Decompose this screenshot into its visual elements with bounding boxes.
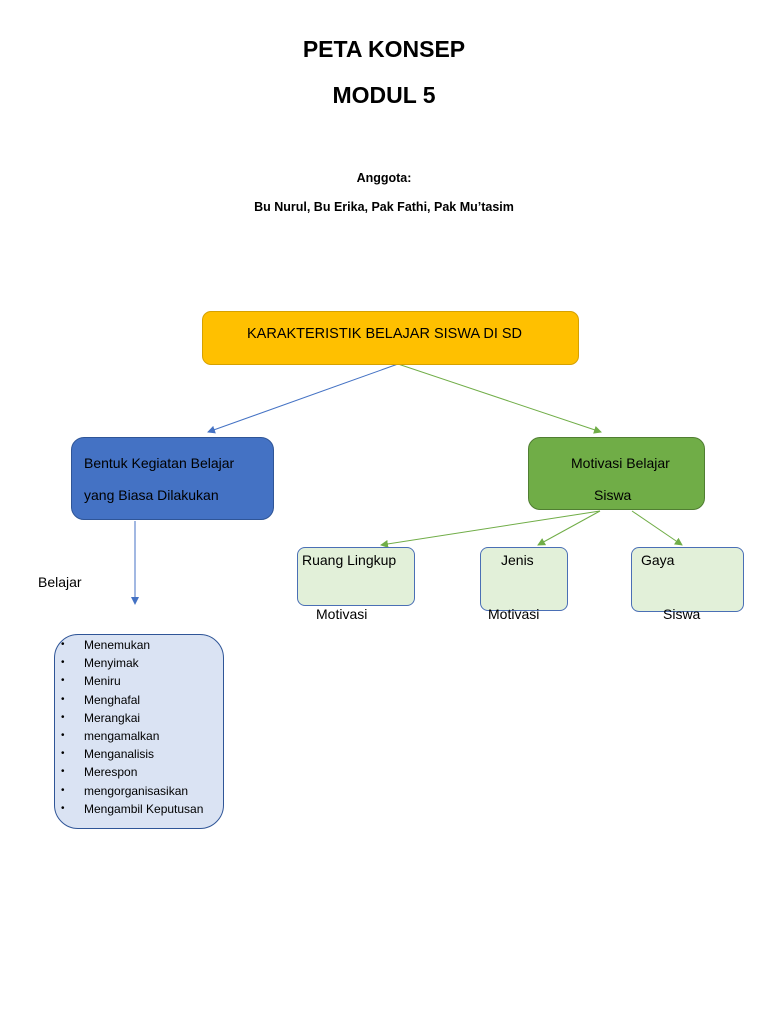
list-item: • mengorganisasikan [55, 782, 223, 800]
left-node: Bentuk Kegiatan Belajar yang Biasa Dilak… [71, 437, 274, 520]
list-item-label: Meniru [84, 674, 121, 689]
bullet-icon: • [61, 784, 65, 796]
sub-node-jenis-line1: Jenis [501, 552, 534, 568]
side-label-belajar: Belajar [38, 574, 82, 590]
bullet-icon: • [61, 657, 65, 669]
page-title: PETA KONSEP [302, 36, 466, 62]
list-item: • Menyimak [55, 654, 223, 672]
list-item-label: Merespon [84, 765, 138, 780]
bullet-icon: • [61, 766, 65, 778]
members-label: Anggota: [356, 171, 412, 185]
bullet-icon: • [61, 748, 65, 760]
right-node: Motivasi Belajar Siswa [528, 437, 705, 510]
sub-node-gaya-line1: Gaya [641, 552, 675, 568]
list-item-label: Merangkai [84, 710, 141, 725]
list-item: • mengamalkan [55, 727, 223, 745]
sub-node-ruang-lingkup: Ruang Lingkup [297, 547, 415, 606]
edge-right-to-ruang [380, 510, 601, 548]
list-item-label: mengamalkan [84, 728, 160, 743]
bullet-icon: • [61, 693, 65, 705]
page-subtitle: MODUL 5 [332, 82, 436, 108]
sub-node-gaya: Gaya [631, 547, 744, 612]
list-item-label: Menemukan [84, 638, 151, 652]
sub-node-jenis: Jenis [480, 547, 568, 611]
list-item-label: Mengambil Keputusan [84, 801, 204, 816]
activities-list-box: •Menemukan •Menyimak •Meniru •Menghafal … [54, 634, 224, 829]
list-item: • Menemukan [55, 636, 223, 654]
root-node: KARAKTERISTIK BELAJAR SISWA DI SD [202, 311, 579, 365]
edge-right-to-jenis [537, 510, 601, 546]
sub-node-ruang-lingkup-line1: Ruang Lingkup [302, 552, 397, 568]
list-item: • Merangkai [55, 709, 223, 727]
bullet-icon: • [61, 675, 65, 687]
sub-node-gaya-line2: Siswa [663, 606, 701, 622]
list-item: • Merespon [55, 763, 223, 781]
list-item: • Menganalisis [55, 745, 223, 763]
left-node-line1: Bentuk Kegiatan Belajar [84, 455, 235, 471]
root-node-label: KARAKTERISTIK BELAJAR SISWA DI SD [247, 326, 523, 342]
bullet-icon: • [61, 639, 65, 650]
activities-list: •Menemukan •Menyimak •Meniru •Menghafal … [55, 636, 223, 818]
bullet-icon: • [61, 802, 65, 814]
edge-root-to-left [207, 363, 399, 434]
left-node-line2: yang Biasa Dilakukan [84, 487, 219, 503]
list-item-label: mengorganisasikan [84, 783, 189, 798]
list-item-label: Menganalisis [84, 747, 155, 762]
bullet-icon: • [61, 729, 65, 741]
list-item: • Mengambil Keputusan [55, 800, 223, 818]
sub-node-jenis-line2: Motivasi [488, 606, 540, 622]
right-node-line2: Siswa [594, 487, 632, 503]
bullet-icon: • [61, 711, 65, 723]
sub-node-ruang-lingkup-line2: Motivasi [316, 606, 368, 622]
list-item-label: Menghafal [84, 692, 141, 707]
members-list: Bu Nurul, Bu Erika, Pak Fathi, Pak Mu’ta… [254, 200, 514, 214]
right-node-line1: Motivasi Belajar [571, 455, 670, 471]
edge-root-to-right [397, 363, 602, 434]
list-item: • Menghafal [55, 691, 223, 709]
list-item-label: Menyimak [84, 656, 139, 671]
list-item: • Meniru [55, 672, 223, 690]
edge-right-to-gaya [631, 510, 683, 546]
